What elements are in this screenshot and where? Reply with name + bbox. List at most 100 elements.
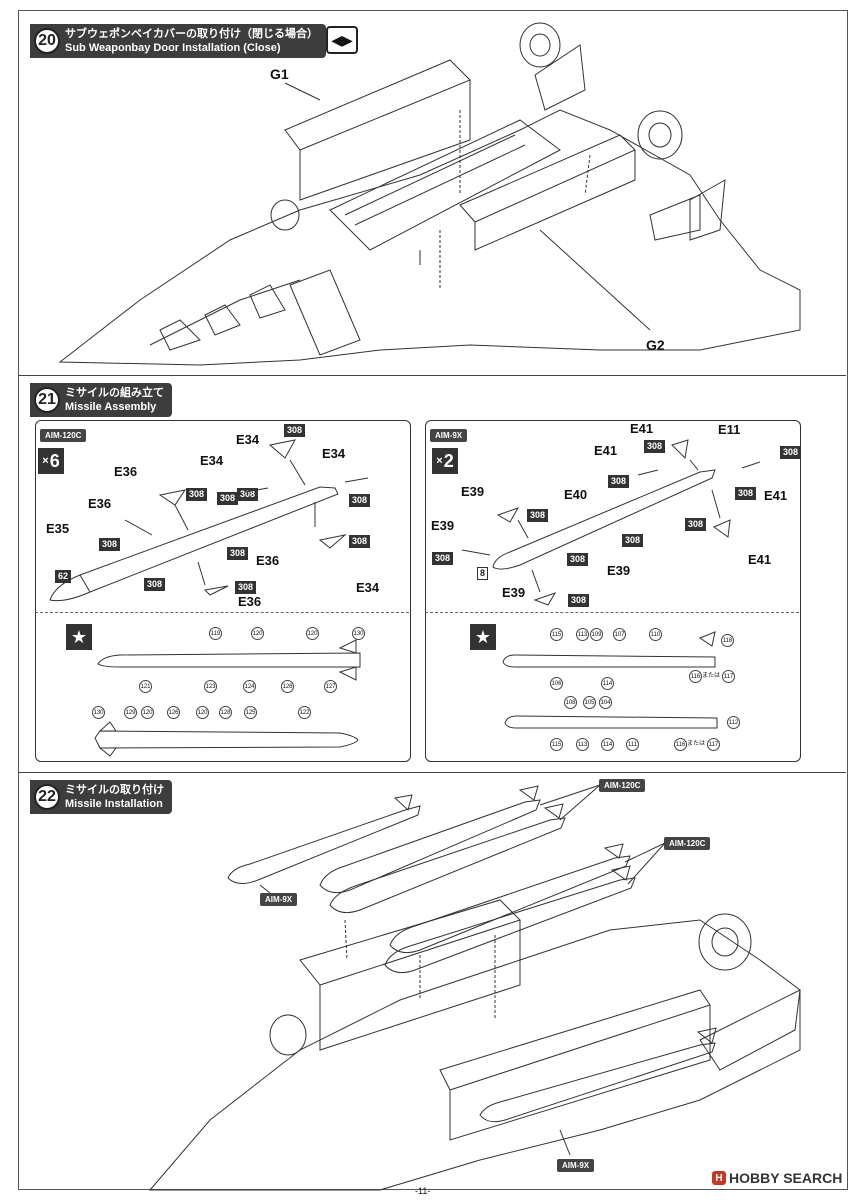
aim120-tag: AIM-120C bbox=[40, 429, 87, 442]
decal-ref: 115 bbox=[550, 628, 563, 641]
aim9-tag: AIM-9X bbox=[430, 429, 468, 442]
star-icon: ★ bbox=[470, 624, 496, 650]
page-frame bbox=[18, 10, 848, 1190]
part-label: E35 bbox=[46, 521, 70, 536]
color-code-badge: 308 bbox=[349, 535, 371, 548]
decal-ref: 122 bbox=[298, 706, 311, 719]
quantity-badge: ×2 bbox=[432, 448, 458, 474]
color-code-badge: 308 bbox=[644, 440, 666, 453]
decal-ref: 117 bbox=[707, 738, 720, 751]
color-code-badge: 62 bbox=[55, 570, 72, 583]
section-divider bbox=[18, 375, 846, 376]
page-number: -11- bbox=[415, 1186, 431, 1196]
decal-ref: 120 bbox=[141, 706, 154, 719]
decal-ref: 120 bbox=[196, 706, 209, 719]
decal-ref: 118 bbox=[721, 634, 734, 647]
color-code-badge: 308 bbox=[237, 488, 259, 501]
part-label: E41 bbox=[748, 552, 772, 567]
decal-ref: 117 bbox=[722, 670, 735, 683]
step-title-jp: ミサイルの組み立て bbox=[65, 387, 164, 399]
decal-ref: 128 bbox=[219, 706, 232, 719]
or-text: または bbox=[687, 741, 706, 747]
step-title-jp: サブウェポンベイカバーの取り付け（閉じる場合） bbox=[65, 28, 318, 40]
aim9-tag: AIM-9X bbox=[260, 893, 298, 906]
decal-ref: 113 bbox=[576, 738, 589, 751]
part-label: E39 bbox=[431, 518, 455, 533]
decal-ref: 119 bbox=[209, 627, 222, 640]
aim120-tag: AIM-120C bbox=[664, 837, 711, 850]
panel-divider bbox=[35, 612, 409, 613]
part-label: E41 bbox=[630, 421, 654, 436]
decal-ref: 108 bbox=[564, 696, 577, 709]
part-label: E34 bbox=[322, 446, 346, 461]
color-code-badge: 308 bbox=[568, 594, 590, 607]
step-number: 22 bbox=[34, 784, 60, 810]
step-22-header: 22 ミサイルの取り付け Missile Installation bbox=[30, 780, 172, 814]
decal-ref: 115 bbox=[550, 738, 563, 751]
decal-ref: 110 bbox=[649, 628, 662, 641]
step-title-en: Sub Weaponbay Door Installation (Close) bbox=[65, 42, 281, 54]
star-icon: ★ bbox=[66, 624, 92, 650]
decal-ref: 107 bbox=[613, 628, 626, 641]
part-label: E41 bbox=[594, 443, 618, 458]
color-code-badge: 308 bbox=[622, 534, 644, 547]
decal-ref: 114 bbox=[601, 738, 614, 751]
color-code-badge: 308 bbox=[608, 475, 630, 488]
color-code-badge: 308 bbox=[217, 492, 239, 505]
part-label: E34 bbox=[236, 432, 260, 447]
step-number: 20 bbox=[34, 28, 60, 54]
color-code-badge: 308 bbox=[349, 494, 371, 507]
decal-ref: 113 bbox=[576, 628, 589, 641]
decal-ref: 116 bbox=[689, 670, 702, 683]
decal-ref: 130 bbox=[352, 627, 365, 640]
watermark: H HOBBY SEARCH bbox=[712, 1170, 842, 1186]
quantity-badge: ×6 bbox=[38, 448, 64, 474]
decal-ref: 104 bbox=[599, 696, 612, 709]
decal-ref: 126 bbox=[167, 706, 180, 719]
color-code-badge: 308 bbox=[567, 553, 589, 566]
color-code-badge: 308 bbox=[780, 446, 802, 459]
decal-ref: 130 bbox=[92, 706, 105, 719]
swap-arrows-icon: ◀▶ bbox=[326, 26, 358, 54]
aim120-tag: AIM-120C bbox=[599, 779, 646, 792]
aim9-tag: AIM-9X bbox=[557, 1159, 595, 1172]
decal-ref: 111 bbox=[626, 738, 639, 751]
color-code-badge: 308 bbox=[735, 487, 757, 500]
step-number: 21 bbox=[34, 387, 60, 413]
color-code-badge: 308 bbox=[235, 581, 257, 594]
part-label: E39 bbox=[461, 484, 485, 499]
or-text: または bbox=[702, 673, 721, 679]
part-label: E36 bbox=[88, 496, 112, 511]
part-label: E39 bbox=[607, 563, 631, 578]
decal-ref: 120 bbox=[306, 627, 319, 640]
color-code-badge: 308 bbox=[227, 547, 249, 560]
part-label: E11 bbox=[718, 422, 741, 437]
part-label-g2: G2 bbox=[646, 337, 665, 353]
part-label: E39 bbox=[502, 585, 526, 600]
aim9-panel bbox=[425, 420, 801, 762]
step-title-jp: ミサイルの取り付け bbox=[65, 784, 164, 796]
decal-ref: 112 bbox=[727, 716, 740, 729]
decal-ref: 126 bbox=[281, 680, 294, 693]
color-code-badge: 308 bbox=[432, 552, 454, 565]
step-title-en: Missile Installation bbox=[65, 798, 163, 810]
decal-ref: 124 bbox=[243, 680, 256, 693]
decal-ref: 123 bbox=[204, 680, 217, 693]
section-divider bbox=[18, 772, 846, 773]
decal-ref: 105 bbox=[583, 696, 596, 709]
panel-divider bbox=[425, 612, 799, 613]
part-label: E36 bbox=[256, 553, 280, 568]
part-label: E36 bbox=[114, 464, 138, 479]
decal-ref: 114 bbox=[601, 677, 614, 690]
decal-ref: 127 bbox=[324, 680, 337, 693]
color-code-badge: 308 bbox=[186, 488, 208, 501]
part-label: E40 bbox=[564, 487, 588, 502]
decal-ref: 121 bbox=[139, 680, 152, 693]
color-code-badge: 8 bbox=[477, 567, 489, 580]
aim120-panel bbox=[35, 420, 411, 762]
decal-ref: 120 bbox=[251, 627, 264, 640]
step-title-en: Missile Assembly bbox=[65, 401, 157, 413]
color-code-badge: 308 bbox=[144, 578, 166, 591]
